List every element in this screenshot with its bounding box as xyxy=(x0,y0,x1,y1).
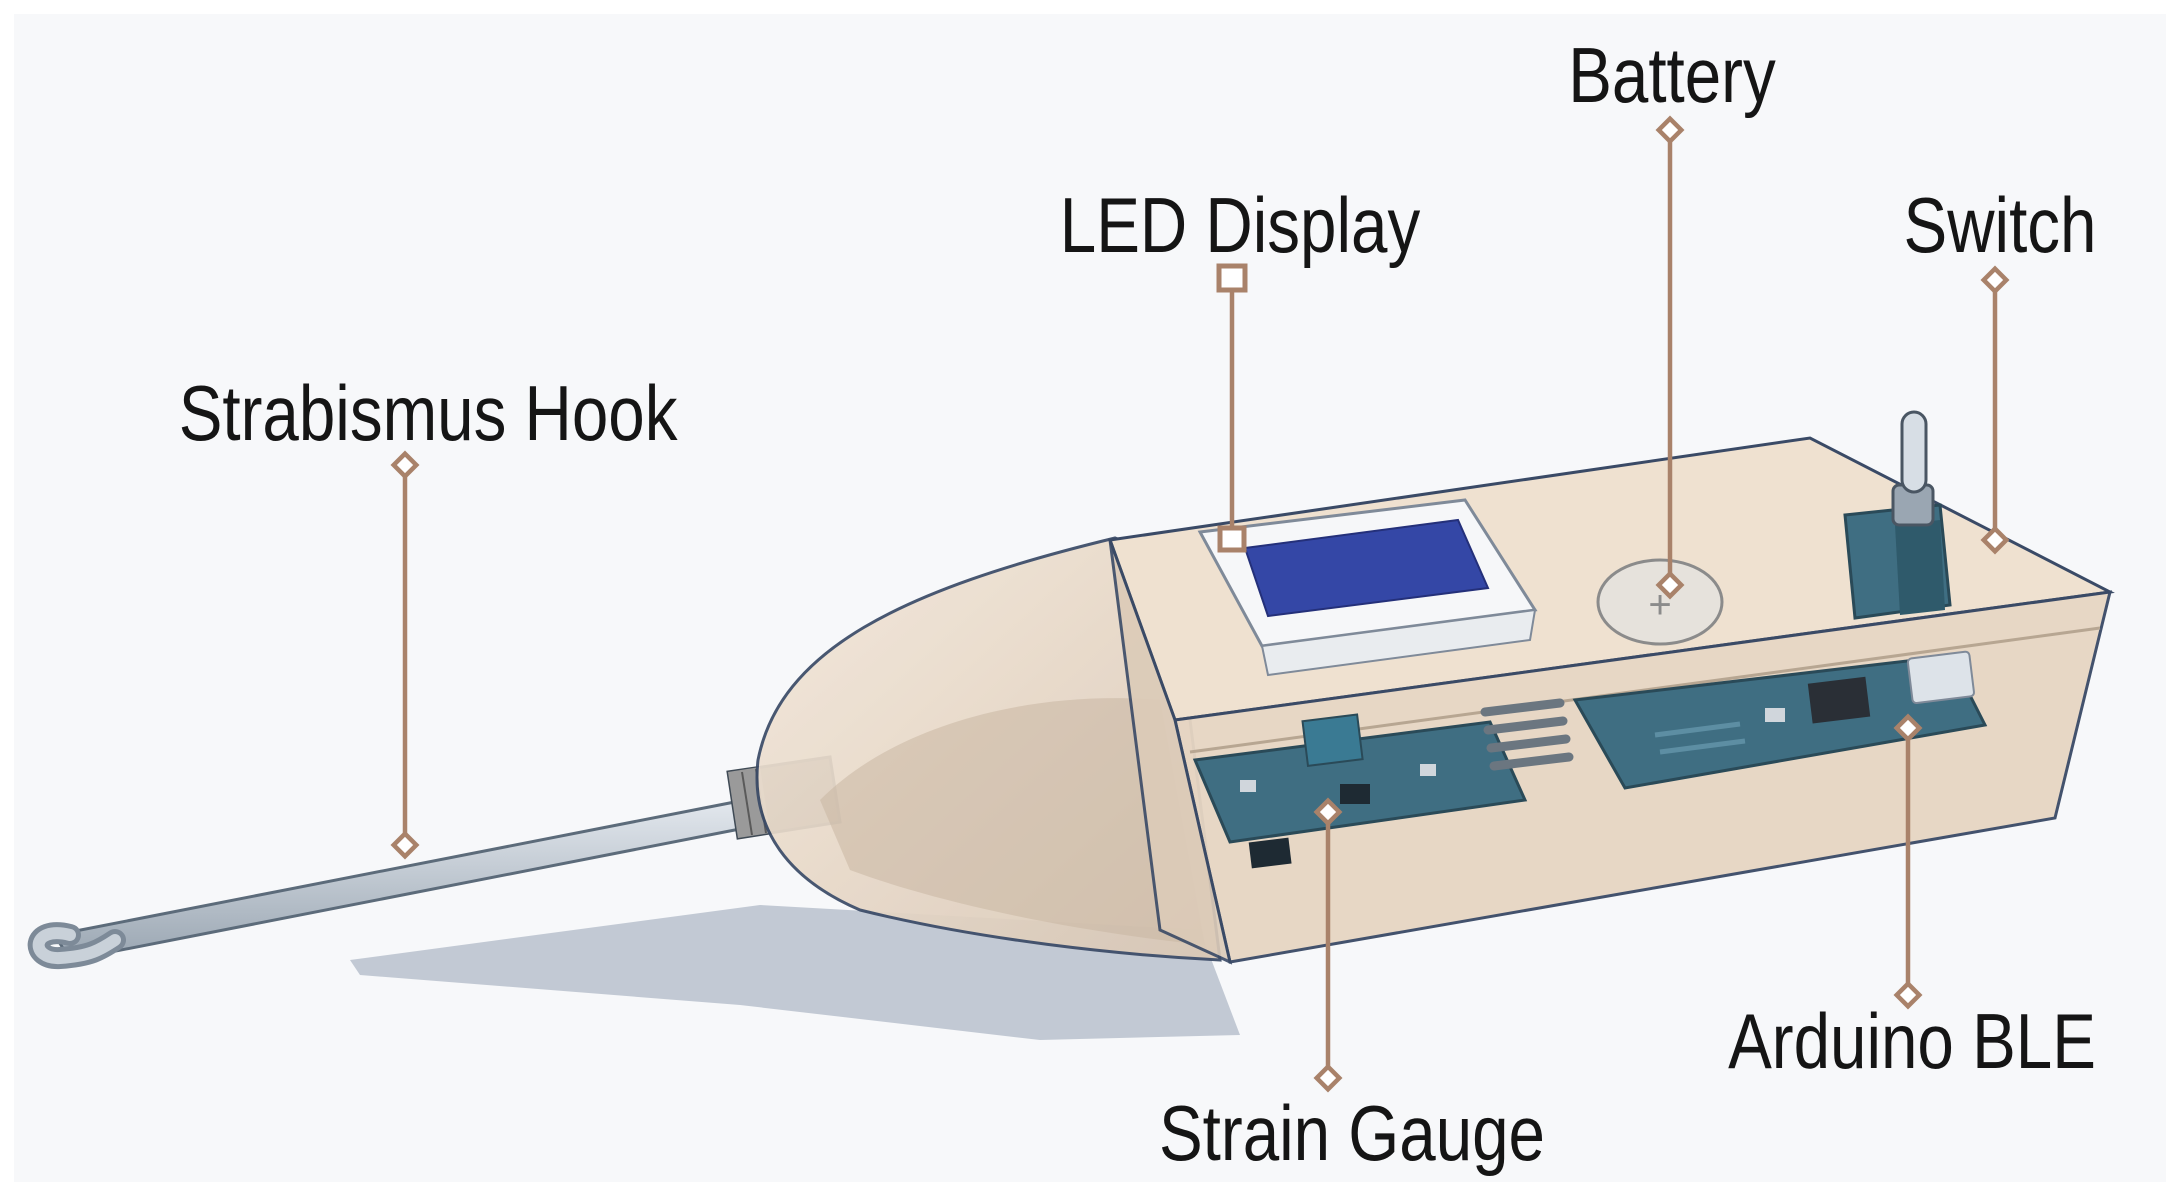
coin-cell-battery: + xyxy=(1596,558,1724,646)
label-arduino-ble: Arduino BLE xyxy=(1728,999,2096,1086)
arduino-ble-board xyxy=(1572,650,1988,790)
toggle-switch-part xyxy=(1843,410,1952,620)
callout-strain-gauge xyxy=(1313,797,1343,1093)
label-battery: Battery xyxy=(1568,33,1776,120)
callout-battery xyxy=(1655,115,1685,600)
label-strain-gauge: Strain Gauge xyxy=(1159,1091,1545,1178)
label-led-display: LED Display xyxy=(1060,183,1420,270)
callout-arduino-ble xyxy=(1893,713,1923,1010)
oled-display-module xyxy=(1197,498,1538,677)
callout-switch xyxy=(1980,265,2010,555)
callout-strabismus-hook xyxy=(390,450,420,860)
label-switch: Switch xyxy=(1904,183,2097,270)
callout-led-display xyxy=(1216,263,1248,553)
label-strabismus-hook: Strabismus Hook xyxy=(179,371,679,458)
strain-gauge-board xyxy=(1192,698,1574,869)
nose-cone-inner-shade xyxy=(820,698,1205,945)
